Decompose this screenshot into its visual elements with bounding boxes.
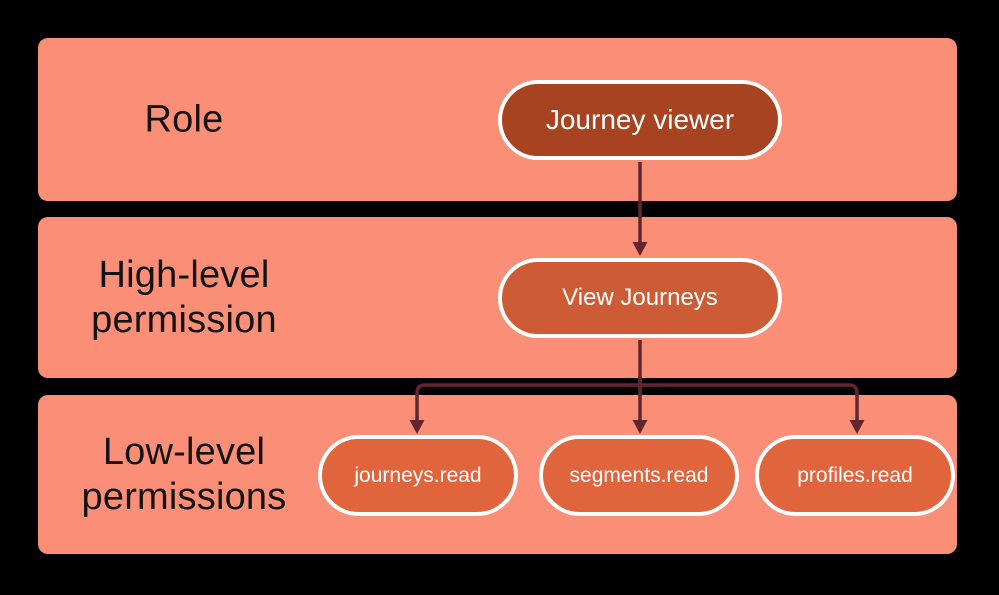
node-journey-viewer-label: Journey viewer [545, 104, 735, 135]
band-role-label: Role [38, 97, 330, 142]
node-journeys-read-label: journeys.read [354, 463, 482, 487]
node-segments-read: segments.read [539, 435, 739, 516]
node-profiles-read: profiles.read [755, 435, 955, 516]
node-journeys-read: journeys.read [318, 435, 518, 516]
band-high-label-line-1: High-level [98, 253, 270, 296]
node-profiles-read-label: profiles.read [797, 463, 913, 487]
band-high-label-line-2: permission [91, 298, 277, 341]
band-low-label-line-2: permissions [81, 475, 287, 518]
band-role-label-line: Role [144, 98, 224, 140]
node-view-journeys-label: View Journeys [562, 284, 718, 311]
band-high-level-permission: High-level permission [38, 217, 957, 378]
band-low-level-permissions-label: Low-level permissions [38, 430, 330, 520]
band-low-label-line-1: Low-level [102, 430, 266, 473]
node-segments-read-label: segments.read [569, 463, 709, 487]
band-high-level-permission-label: High-level permission [38, 253, 330, 343]
node-view-journeys: View Journeys [498, 258, 782, 338]
node-journey-viewer: Journey viewer [498, 80, 782, 160]
